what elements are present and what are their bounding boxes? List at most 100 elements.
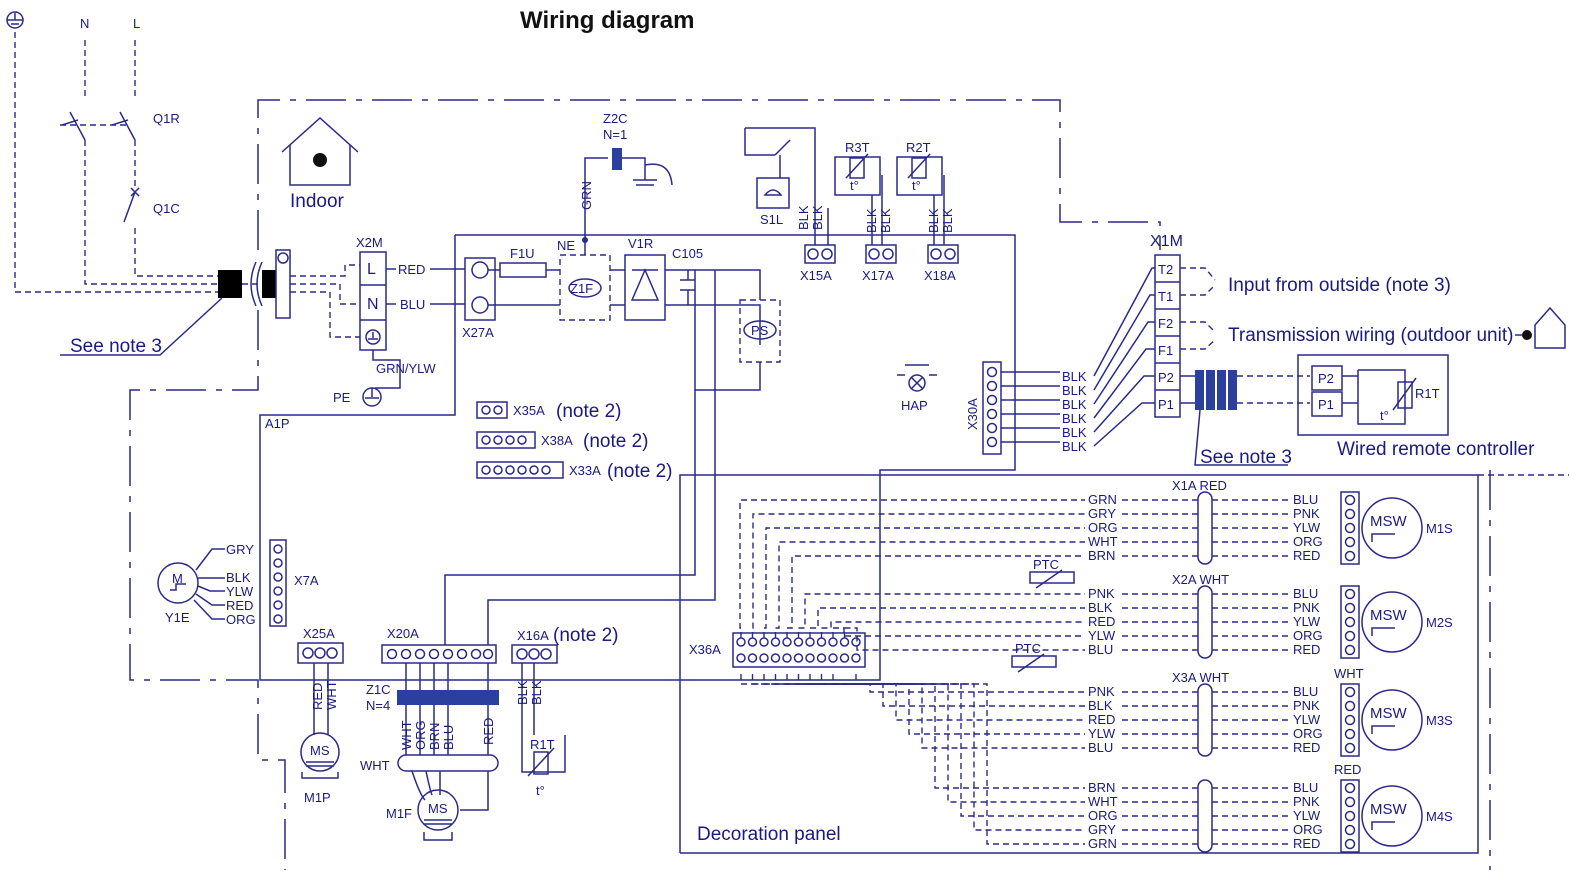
motor-right-wire-label: ORG bbox=[1293, 628, 1323, 643]
panel-wire bbox=[820, 674, 1085, 831]
motor-msw: MSW bbox=[1370, 607, 1408, 624]
x38a-note: (note 2) bbox=[583, 431, 648, 452]
x36a-pin bbox=[839, 653, 850, 663]
motor-pin bbox=[1344, 742, 1356, 754]
ptc-1: PTC bbox=[1029, 557, 1075, 589]
remote-p2: P2 bbox=[1318, 371, 1334, 386]
motor-pin bbox=[1344, 536, 1356, 548]
decoration-panel: Decoration panel X36A GRNGRYORGWHTBRNPNK… bbox=[679, 470, 1569, 870]
m1p-label: M1P bbox=[304, 790, 331, 805]
connector-bundle bbox=[1197, 779, 1213, 853]
motor-right-wire-label: PNK bbox=[1293, 698, 1320, 713]
pe-label: PE bbox=[333, 390, 351, 405]
wire-blu-label: BLU bbox=[400, 297, 425, 312]
x36a-label: X36A bbox=[689, 642, 721, 657]
motor-left-wire-label: GRY bbox=[1088, 506, 1116, 521]
motor-left-wire-label: GRN bbox=[1088, 836, 1117, 851]
motor-right-wire-label: PNK bbox=[1293, 506, 1320, 521]
motor-right-wire-label: PNK bbox=[1293, 794, 1320, 809]
v1r-rectifier: V1R C105 bbox=[444, 236, 761, 655]
motor-left-wire-label: BRN bbox=[1088, 780, 1115, 795]
a1p-label: A1P bbox=[265, 416, 290, 431]
motor-pin bbox=[1344, 714, 1356, 726]
motor-msw: MSW bbox=[1370, 513, 1408, 530]
motor-symbol bbox=[1371, 725, 1395, 734]
x33a-label: X33A bbox=[569, 463, 601, 478]
hap-led: HAP bbox=[897, 364, 937, 413]
z2c-ferrite: Z2C N=1 bbox=[603, 111, 673, 186]
decoration-panel-label: Decoration panel bbox=[697, 824, 841, 845]
x17a-label: X17A bbox=[862, 268, 894, 283]
z1f-filter: Z1F NE GRN bbox=[557, 157, 611, 321]
x2m-label: X2M bbox=[356, 235, 383, 250]
top-sensors: S1L BLK BLK X15A R3T t° BLK BLK X17A R2T… bbox=[744, 127, 959, 283]
x16a-blk1: BLK bbox=[515, 680, 530, 705]
wired-remote-label: Wired remote controller bbox=[1337, 439, 1535, 460]
motor-pin bbox=[1344, 522, 1356, 534]
motor-right-wire-label: ORG bbox=[1293, 534, 1323, 549]
panel-wire bbox=[774, 541, 1085, 638]
x16a-note: (note 2) bbox=[553, 625, 618, 646]
panel-wire bbox=[786, 674, 1085, 789]
x16a-label: X16A bbox=[517, 628, 549, 643]
x36a-pin bbox=[828, 653, 838, 663]
motor-left-wire-label: RED bbox=[1088, 712, 1115, 727]
x1m-t2: T2 bbox=[1158, 262, 1173, 277]
a1p-board bbox=[259, 234, 1016, 681]
panel-wire bbox=[786, 555, 1085, 638]
motor-pin bbox=[1344, 494, 1356, 506]
x16a-r1t-label: R1T bbox=[530, 737, 555, 752]
r2t-t: t° bbox=[912, 178, 921, 193]
motor-msw: MSW bbox=[1370, 705, 1408, 722]
panel-wire bbox=[740, 674, 1085, 707]
ptc-2-label: PTC bbox=[1015, 641, 1041, 656]
grn-wire-label: GRN bbox=[579, 181, 594, 210]
motor-right-wire-label: RED bbox=[1293, 642, 1320, 657]
motor-circle bbox=[1361, 785, 1423, 847]
x2m-n-label: N bbox=[367, 296, 379, 313]
ne-label: NE bbox=[557, 238, 575, 253]
motor-right-wire-label: RED bbox=[1293, 548, 1320, 563]
r2t-blk1: BLK bbox=[926, 208, 941, 233]
x36a-pin bbox=[747, 653, 758, 663]
motor-pin bbox=[1344, 838, 1356, 850]
hap-label: HAP bbox=[901, 398, 928, 413]
x18a-label: X18A bbox=[924, 268, 956, 283]
motor-left-wire-label: ORG bbox=[1088, 520, 1118, 535]
x36a-pin bbox=[851, 653, 861, 663]
remote-r1t: R1T bbox=[1415, 386, 1440, 401]
motor-name: M4S bbox=[1426, 809, 1453, 824]
motor-left-wire-label: YLW bbox=[1088, 726, 1116, 741]
panel-wire bbox=[855, 674, 1085, 693]
motor-pin bbox=[1344, 602, 1356, 614]
motor-right-wire-label: BLU bbox=[1293, 586, 1318, 601]
motor-name: M2S bbox=[1426, 615, 1453, 630]
motor-left-wire-label: BLU bbox=[1088, 642, 1113, 657]
m1p-ms: MS bbox=[310, 743, 330, 758]
x30a-label: X30A bbox=[965, 398, 980, 430]
x30a-blk-6: BLK bbox=[1062, 439, 1087, 454]
x25a-wht: WHT bbox=[324, 680, 339, 710]
motor-pin bbox=[1344, 700, 1356, 712]
see-note3-label-right: See note 3 bbox=[1200, 447, 1292, 468]
house-icon: Indoor bbox=[281, 116, 359, 212]
s1l-blk1: BLK bbox=[796, 205, 811, 230]
x2m-terminal: X2M L N RED BLU GRN/YLW PE bbox=[333, 235, 470, 407]
panel-wire bbox=[739, 499, 1085, 638]
motor-right-wire-label: BLU bbox=[1293, 684, 1318, 699]
motor-right-wire-label: ORG bbox=[1293, 726, 1323, 741]
x20a-m1f: X20A Z1C N=4 WHT ORG BRN BLU RED WHT MS … bbox=[360, 626, 499, 841]
page-title: Wiring diagram bbox=[520, 7, 694, 34]
x36a-pin bbox=[736, 653, 746, 663]
x38a-label: X38A bbox=[541, 433, 573, 448]
motor-right-wire-label: RED bbox=[1293, 836, 1320, 851]
motor-right-wire-label: PNK bbox=[1293, 600, 1320, 615]
x25a-label: X25A bbox=[303, 626, 335, 641]
motor-pin bbox=[1344, 588, 1356, 600]
x7a-gry: GRY bbox=[226, 542, 254, 557]
motor-top-label: RED bbox=[1334, 762, 1361, 777]
x30a-blk-5: BLK bbox=[1062, 425, 1087, 440]
